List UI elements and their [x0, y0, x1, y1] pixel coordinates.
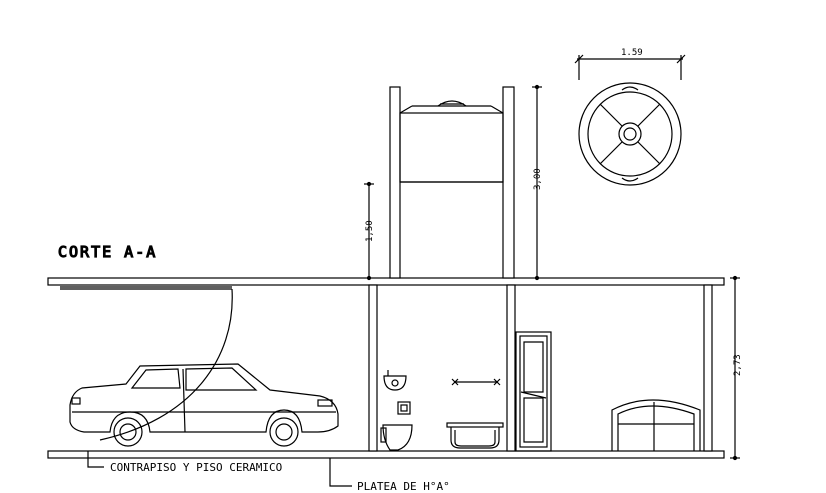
dimension-support-height	[364, 181, 374, 281]
dim-text-tank-diameter: 1.59	[621, 48, 643, 58]
car-icon	[69, 363, 339, 447]
drawing-title: CORTE A-A	[58, 243, 157, 261]
tank-plan-icon	[578, 82, 682, 186]
roof-slab	[47, 277, 725, 286]
walls	[368, 284, 713, 452]
dimension-tank-diameter	[574, 54, 686, 80]
callout-leaders	[87, 451, 352, 487]
garage-gate-arc	[60, 286, 233, 441]
dim-text-room-height: 2,73	[733, 354, 743, 376]
callout-floor-label: CONTRAPISO Y PISO CERAMICO	[110, 461, 282, 474]
dimension-room-height	[730, 275, 740, 461]
door-icon	[515, 331, 552, 452]
callout-slab-label: PLATEA DE H°A°	[357, 480, 450, 493]
water-tank-icon	[399, 100, 504, 183]
dim-text-tower-height: 3,00	[533, 168, 543, 190]
floor-slab	[47, 450, 725, 459]
dimension-tower-height	[532, 84, 542, 281]
dim-text-support-height: 1,50	[365, 220, 375, 242]
toilet-icon	[380, 401, 413, 451]
bed-icon	[611, 399, 701, 451]
sink-icon	[383, 370, 407, 391]
towel-bar-icon	[451, 378, 501, 386]
bathtub-icon	[446, 422, 504, 449]
